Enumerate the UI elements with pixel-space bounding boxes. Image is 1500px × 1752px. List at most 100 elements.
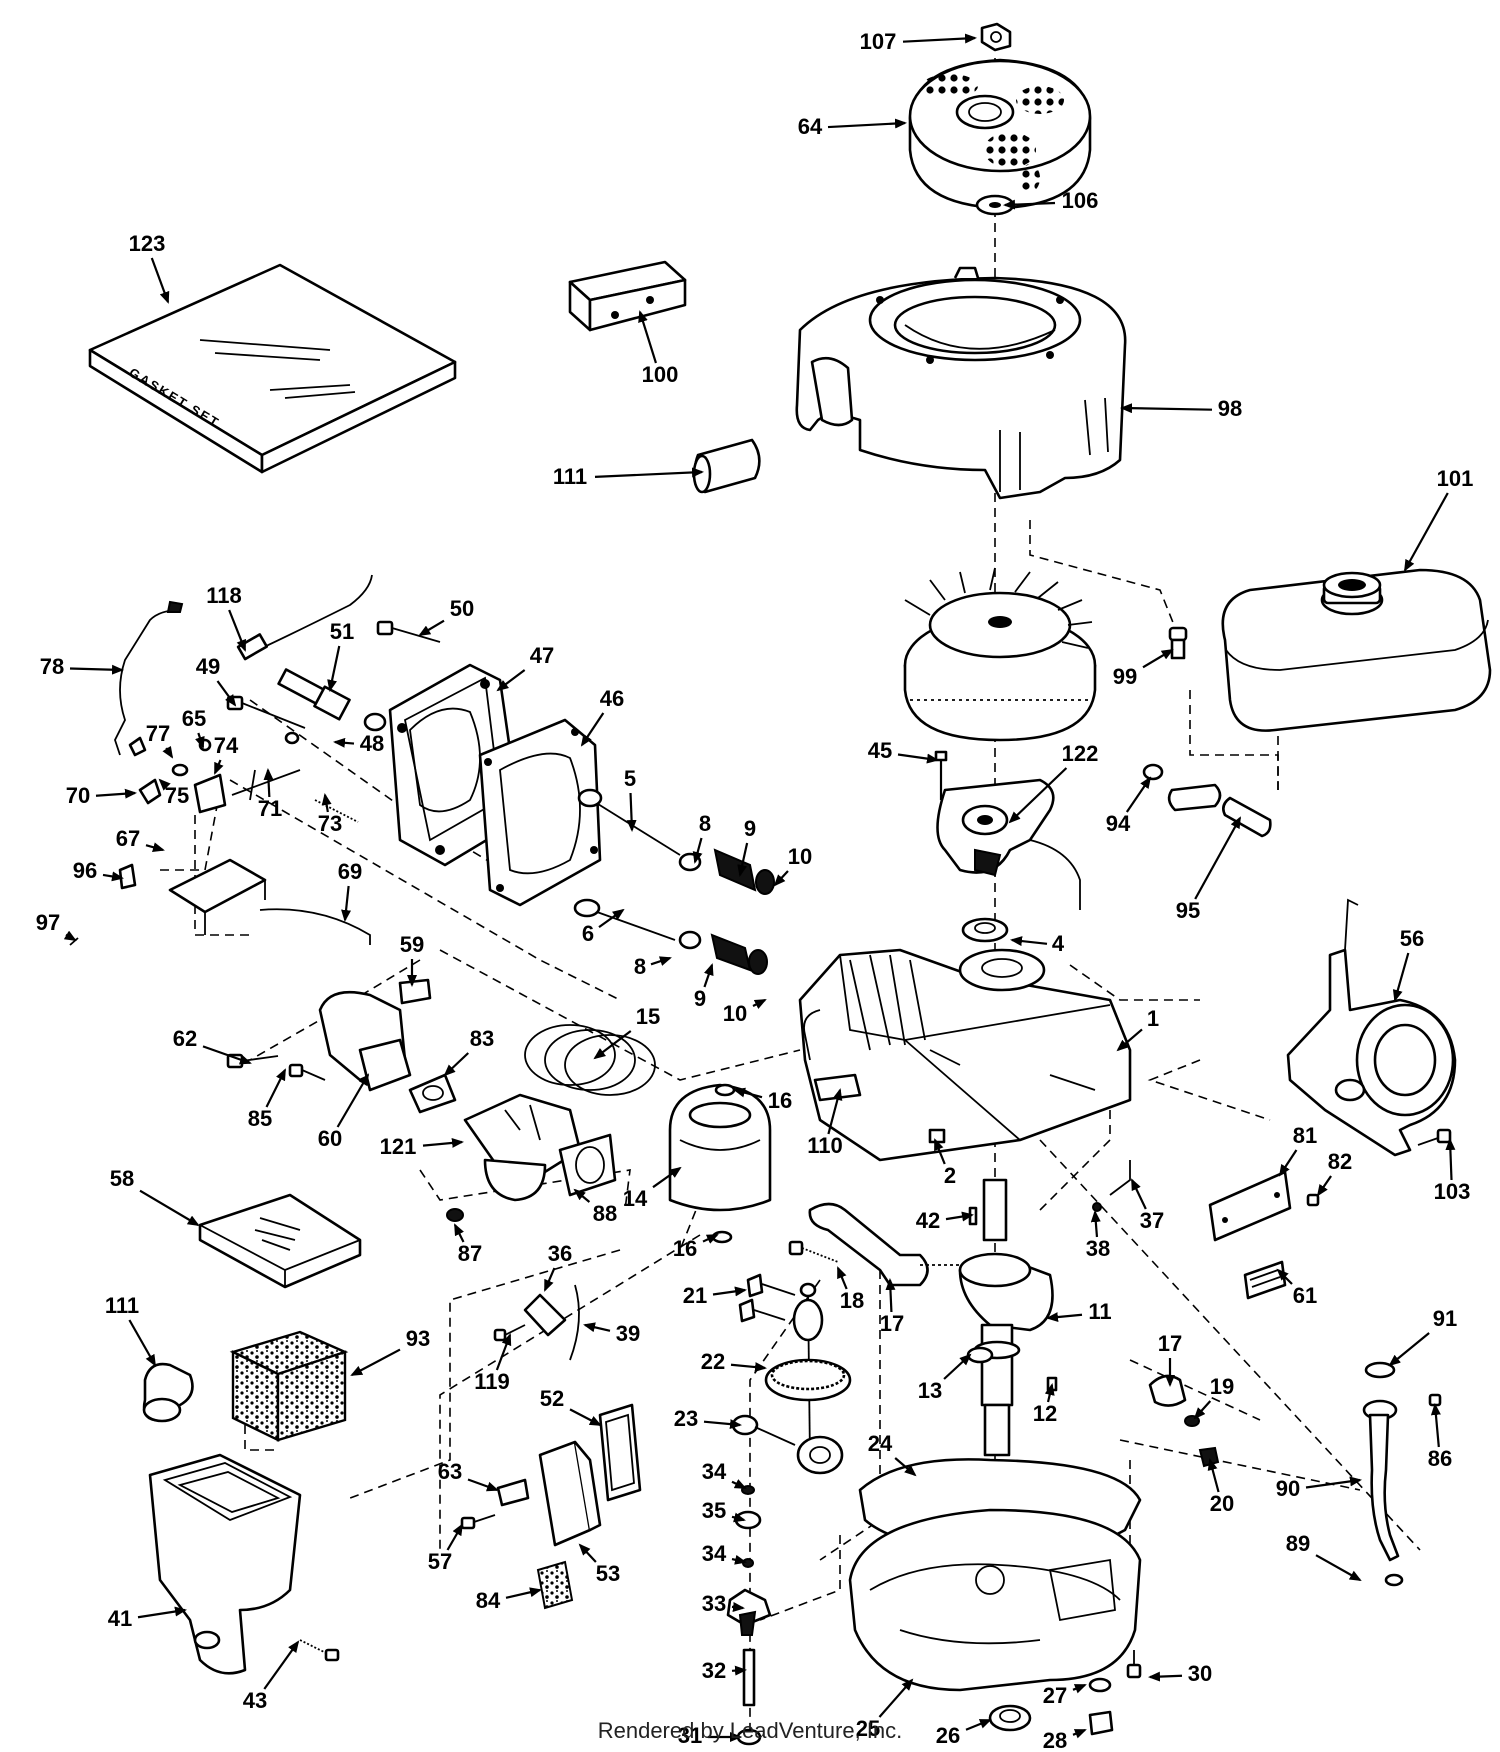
callout-arrow [1278,1149,1298,1177]
callout-label: 25 [856,1716,880,1741]
callout-arrow [731,1601,745,1612]
connecting-rod-17 [808,1202,960,1287]
callout-label: 107 [860,29,897,54]
callout-arrow [137,1606,187,1619]
crankcase-base-25 [848,1508,1142,1692]
callout-label: 84 [476,1588,501,1613]
callout-label: 86 [1428,1446,1452,1471]
callout-label: 77 [146,721,170,746]
callout-arrow [202,1045,252,1065]
callout-arrow [158,778,171,791]
callout-arrow [213,759,224,775]
callout-label: 16 [768,1088,792,1113]
callout-label: 35 [702,1498,726,1523]
callout-label: 111 [553,464,587,489]
callout-label: 32 [702,1658,726,1683]
callout-arrow [943,1353,972,1380]
footer-credit: Rendered by LeadVenture, Inc. [597,1718,903,1743]
callout-label: 38 [1086,1236,1110,1261]
dipstick-tube-90 [1362,1361,1442,1587]
callout-arrow [692,837,703,864]
callout-label: 97 [36,910,60,935]
callout-arrow [422,1137,464,1148]
callout-label: 87 [458,1241,482,1266]
callout-arrow [652,1166,682,1189]
callout-arrow [1125,776,1152,813]
screw-43 [299,1639,340,1662]
callout-label: 52 [540,1386,564,1411]
camshaft-22 [764,1282,852,1461]
blower-housing-98 [795,266,1127,500]
callout-arrow [885,1278,896,1313]
callout-label: 15 [636,1004,660,1029]
callout-label: 30 [1188,1661,1212,1686]
callout-arrow [263,768,274,798]
air-cleaner-adapter-59 [398,978,432,1005]
nut-107 [980,22,1012,52]
callout-arrow [650,956,672,966]
callout-label: 50 [450,596,474,621]
callout-label: 8 [699,811,711,836]
callout-arrow [150,257,170,304]
callout-arrow [1392,952,1410,1002]
callout-label: 59 [400,932,424,957]
callout-arrow [263,1640,300,1690]
name-plate-81 [1208,1170,1292,1242]
callout-label: 33 [702,1591,726,1616]
governor-linkage [69,600,371,946]
callout-label: 21 [683,1283,707,1308]
callout-arrow [454,1223,465,1243]
callout-arrow [731,1512,746,1523]
callout-arrow [1008,767,1068,824]
callout-arrow [495,1333,512,1371]
callout-label: 65 [182,706,206,731]
callout-arrow [578,1543,597,1563]
ignition-module [936,778,1081,910]
callout-arrow [1276,1268,1293,1285]
air-cleaner-cover-58 [198,1193,362,1289]
callout-label: 122 [1062,741,1099,766]
callout-label: 1 [1147,1006,1159,1031]
callout-arrow [446,1523,464,1551]
callout-label: 89 [1286,1531,1310,1556]
fuel-tank-101 [1221,568,1492,732]
callout-arrow [443,1052,470,1077]
carburetor-121 [463,1093,617,1202]
filter-84 [536,1560,574,1610]
callout-arrow [350,1348,401,1376]
callout-label: 34 [702,1459,727,1484]
callout-label: 57 [428,1549,452,1574]
callout-arrow [1046,1312,1083,1323]
bracket-100 [568,260,687,332]
callout-arrow [1120,403,1213,414]
callout-arrow [712,1286,747,1297]
callout-label: 119 [474,1369,510,1394]
callout-arrow [1430,1403,1441,1448]
callout-label: 71 [258,796,282,821]
callout-arrow [1131,1178,1147,1210]
cylinder-block-1 [798,948,1132,1162]
air-cleaner-base-41 [148,1453,302,1675]
callout-label: 22 [701,1349,725,1374]
callout-arrow [752,999,767,1009]
screw-87 [446,1208,464,1222]
callout-label: 69 [338,859,362,884]
callout-arrow [336,1073,370,1128]
callout-arrow [1207,1458,1220,1493]
decal-61 [1243,1260,1287,1300]
screw-57 [460,1514,496,1530]
callout-arrow [216,680,237,707]
callout-label: 16 [673,1236,697,1261]
callout-arrow [1194,816,1241,900]
callout-label: 37 [1140,1208,1164,1233]
callout-label: 111 [105,1293,139,1318]
callout-arrow [1003,199,1056,210]
callout-label: 46 [600,686,624,711]
callout-label: 70 [66,783,90,808]
callout-label: 31 [678,1723,702,1748]
callout-arrow [703,1419,742,1430]
callout-arrow [467,1478,499,1492]
callout-label: 14 [623,1186,648,1211]
head-gasket-46 [478,718,602,907]
